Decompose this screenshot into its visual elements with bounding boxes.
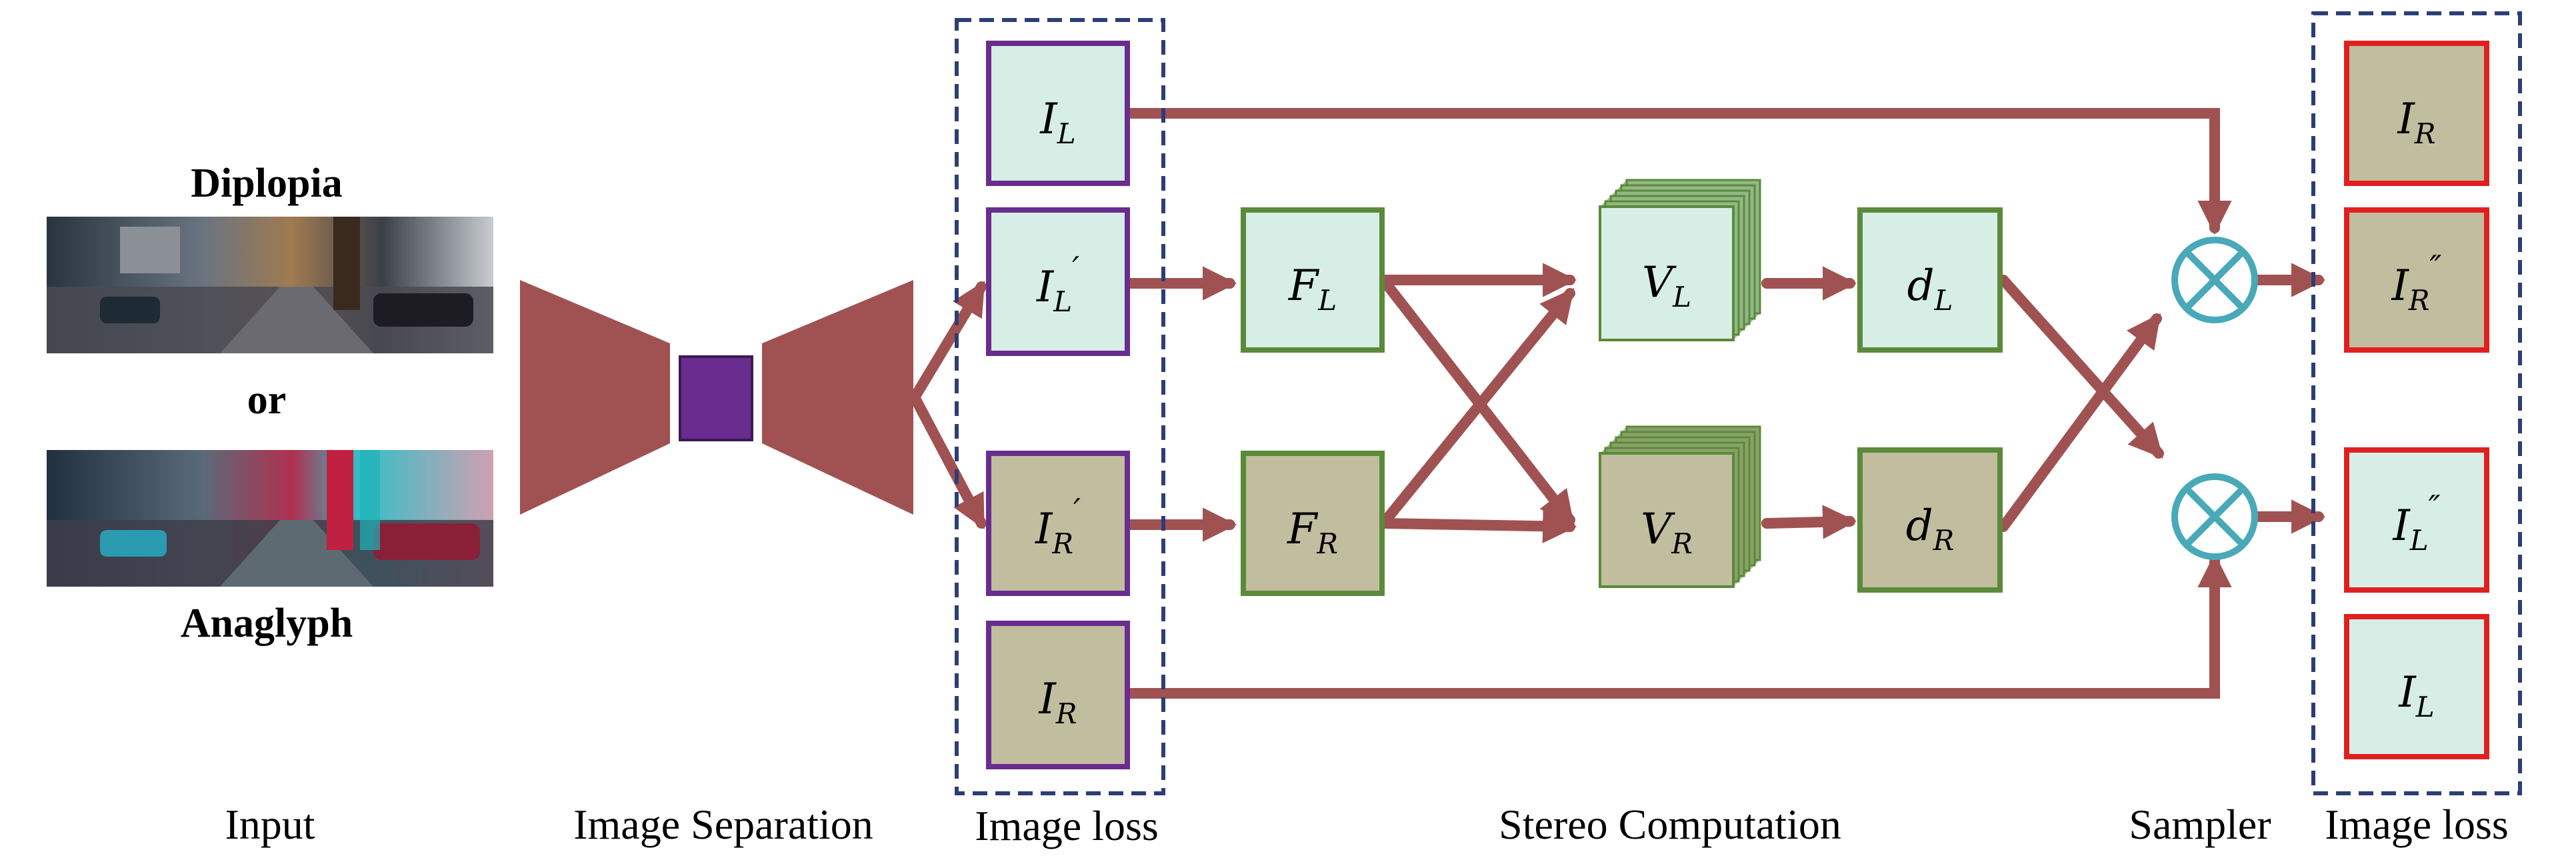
block-il-prime: IL′ (986, 207, 1130, 356)
caption-input: Input (225, 801, 315, 848)
block-ir-prime-label: IR′ (1035, 492, 1081, 560)
arrow-vr-to-dr (1761, 505, 1857, 539)
block-out-ir-pp: IR″ (2344, 207, 2489, 353)
separation-network (520, 280, 913, 515)
block-out-il-label: IL (2398, 668, 2434, 723)
arrow-split-to-ir-prime (909, 392, 987, 530)
arrow-dr-to-top-sampler (1998, 313, 2162, 532)
block-fr-label: FR (1287, 505, 1338, 560)
circle-cross-icon (2171, 473, 2258, 560)
block-out-ir: IR (2344, 41, 2489, 186)
arrow-fr-to-vr (1378, 509, 1577, 543)
caption-sampler: Sampler (2129, 801, 2271, 848)
block-ir-prime: IR′ (986, 451, 1130, 596)
block-out-ir-label: IR (2397, 95, 2436, 150)
flow-arrows (909, 108, 2326, 699)
input-or-text: or (247, 377, 287, 423)
arrow-fr-to-vl (1378, 288, 1575, 529)
bottleneck-block (679, 355, 753, 441)
block-out-il: IL (2344, 614, 2489, 759)
arrow-split-to-il-prime (909, 281, 987, 403)
block-out-ir-pp-label: IR″ (2391, 249, 2442, 317)
block-il-prime-label: IL′ (1036, 250, 1079, 318)
block-il: IL (986, 41, 1130, 186)
block-dl-label: dL (1907, 261, 1953, 317)
block-fl: FL (1241, 207, 1385, 353)
caption-image-loss-left: Image loss (975, 802, 1159, 849)
volume-vl-label: VL (1642, 258, 1691, 313)
input-title-anaglyph: Anaglyph (181, 601, 353, 646)
block-dr-label: dR (1906, 501, 1955, 557)
volume-vr: VR (1599, 425, 1761, 588)
caption-image-loss-right: Image loss (2325, 801, 2509, 848)
block-il-label: IL (1039, 95, 1075, 150)
arrow-dl-to-bottom-sampler (1998, 275, 2164, 459)
encoder-trapezoid (520, 280, 670, 515)
input-title-diplopia: Diplopia (191, 161, 342, 206)
block-ir-label: IR (1039, 675, 1077, 730)
arrow-il-to-top-sampler (1126, 108, 2232, 235)
caption-stereo-computation: Stereo Computation (1499, 801, 1841, 848)
block-fl-label: FL (1288, 261, 1337, 317)
diplopia-street-photo (47, 217, 493, 353)
loss-frame-right (2311, 11, 2522, 795)
block-out-il-pp-label: IL″ (2392, 489, 2440, 557)
anaglyph-street-photo (47, 450, 493, 587)
volume-vl: VL (1599, 179, 1761, 341)
loss-frame-left (955, 18, 1165, 795)
volume-vr-label: VR (1641, 505, 1693, 560)
block-fr: FR (1241, 451, 1385, 596)
block-ir: IR (986, 621, 1130, 769)
caption-image-separation: Image Separation (573, 801, 873, 848)
circle-cross-icon (2171, 237, 2258, 323)
input-panel: Diplopia or Anaglyph (47, 161, 493, 646)
captions: Input Image Separation Image loss Stereo… (225, 801, 2508, 849)
block-out-il-pp: IL″ (2344, 447, 2489, 593)
decoder-trapezoid (762, 280, 913, 515)
block-dr: dR (1857, 447, 2003, 593)
arrow-ir-to-bottom-sampler (1126, 553, 2232, 699)
block-dl: dL (1857, 207, 2003, 353)
